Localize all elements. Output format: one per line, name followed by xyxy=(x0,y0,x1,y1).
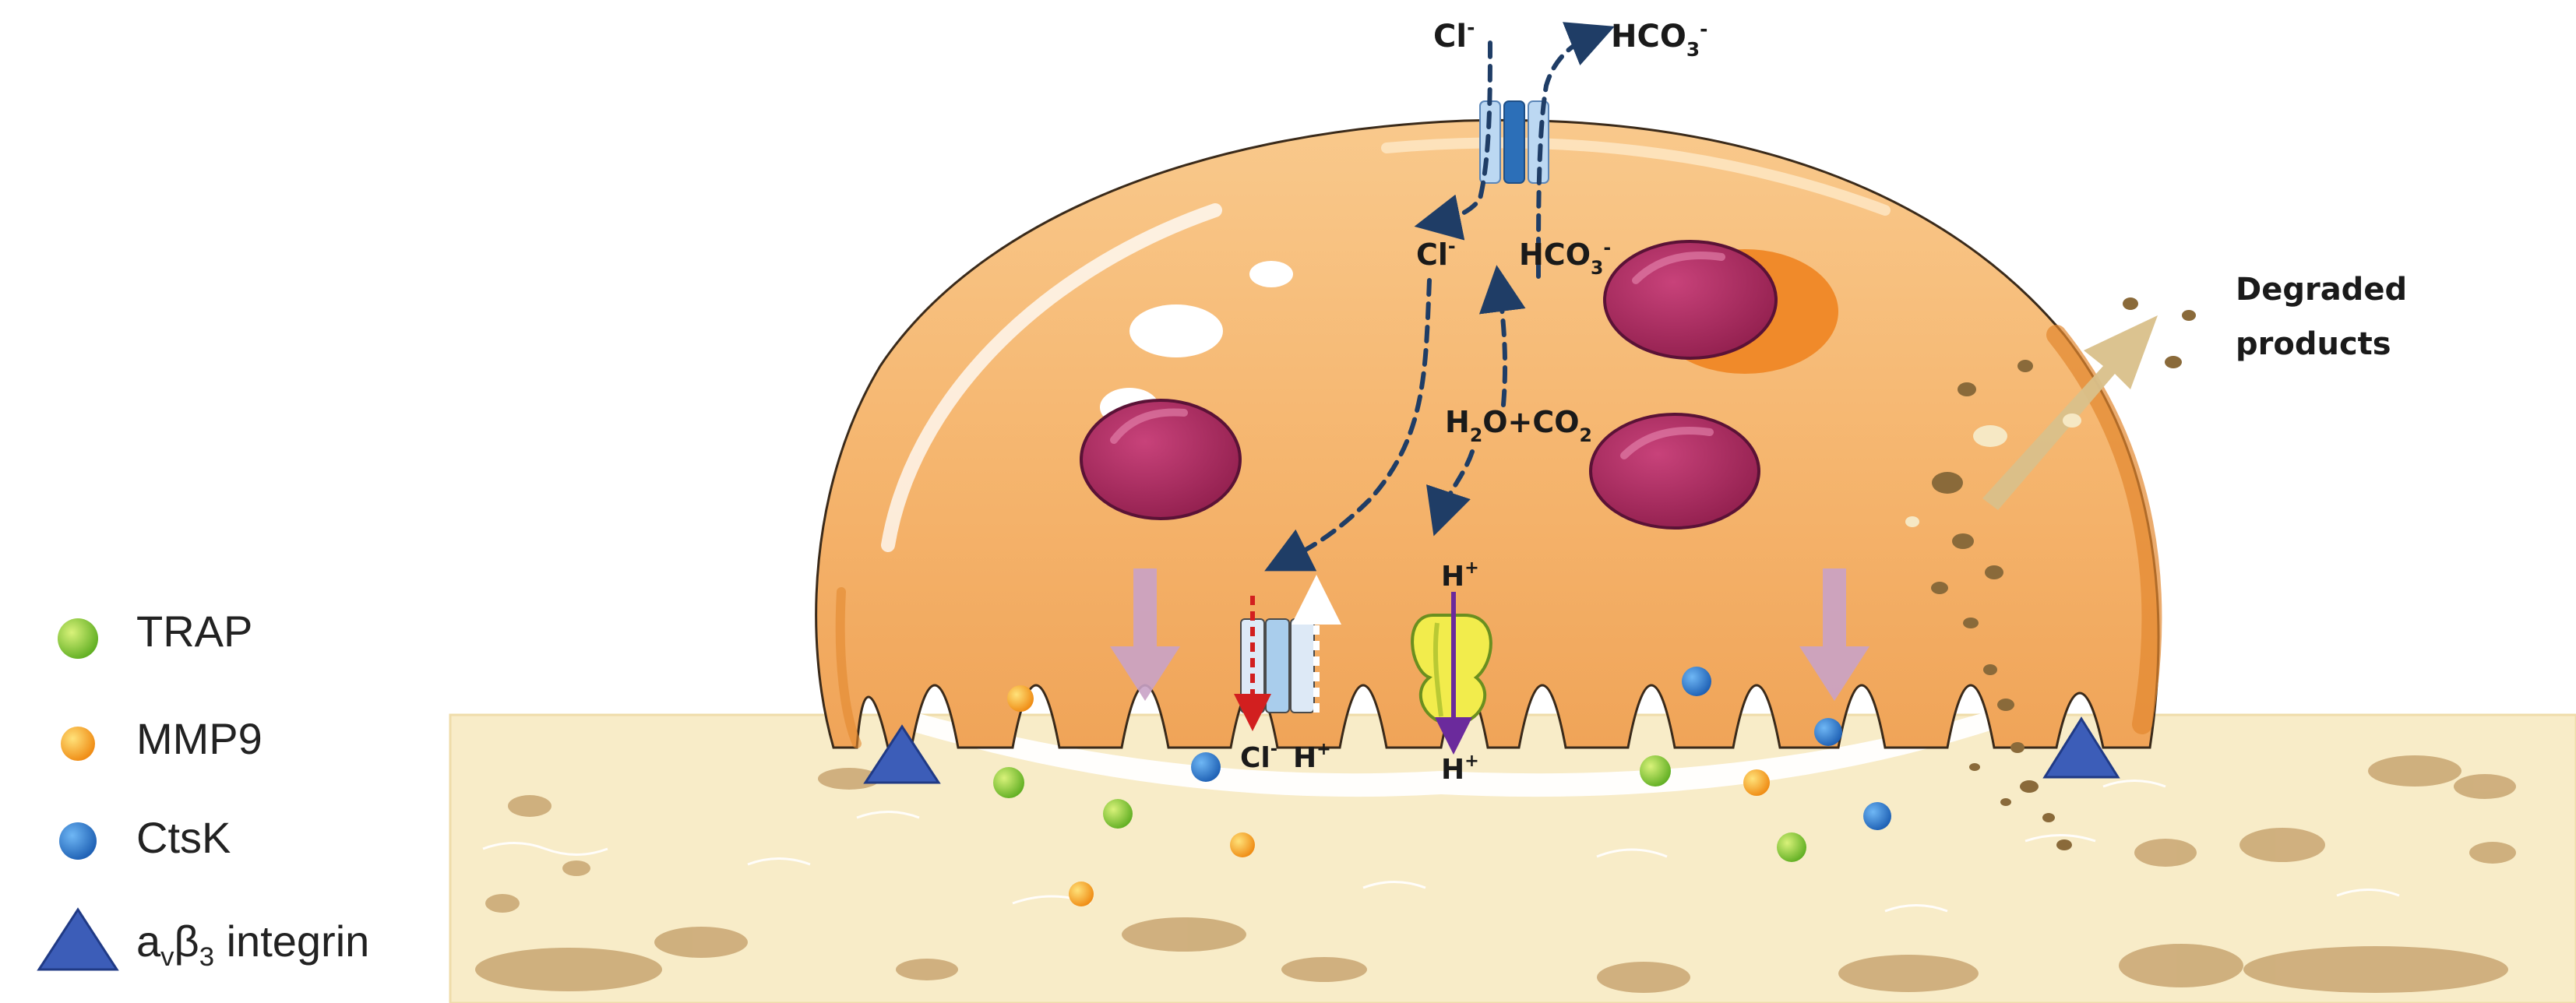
legend-ctsk-icon xyxy=(59,822,97,860)
cl-channel-label: Cl- xyxy=(1240,739,1277,774)
legend-mmp9-icon xyxy=(61,727,95,761)
enzymes xyxy=(993,667,1891,906)
co2-to-h-arrow xyxy=(1426,449,1475,537)
mmp9-dot xyxy=(1069,882,1094,906)
chloride-channel xyxy=(1234,575,1341,731)
degraded-particles xyxy=(1905,297,2196,850)
trap-dot xyxy=(1103,799,1133,829)
legend-ctsk-label: CtsK xyxy=(136,813,231,862)
ion-flow-arrows xyxy=(1264,22,1615,572)
mmp9-dot xyxy=(1230,832,1255,857)
nucleus xyxy=(1589,413,1760,530)
nuclei xyxy=(1080,240,1838,530)
integrins xyxy=(863,716,2120,784)
ctsk-dot xyxy=(1863,802,1891,830)
h2o-co2-label: H2O+CO2 xyxy=(1445,405,1592,446)
h-channel-label: H+ xyxy=(1293,739,1331,774)
h-pump-bottom-label: H+ xyxy=(1441,751,1479,786)
svg-text:Degraded: Degraded xyxy=(2236,272,2407,308)
anion-exchanger xyxy=(1479,100,1549,184)
legend-trap-label: TRAP xyxy=(136,607,252,656)
proton-pump xyxy=(1411,592,1492,755)
cell-edge-shade-left xyxy=(835,587,862,748)
hco3-top-label: HCO3- xyxy=(1611,18,1707,61)
degraded-products-label: Degraded products xyxy=(2236,272,2407,362)
cell-highlight-top xyxy=(1381,137,1891,216)
legend-mmp9-label: MMP9 xyxy=(136,714,263,763)
legend: TRAP MMP9 CtsK avβ3 integrin xyxy=(37,607,369,972)
trap-dot xyxy=(1640,755,1671,787)
legend-trap-icon xyxy=(58,618,98,659)
vesicle-secretion-arrows xyxy=(1110,568,1869,701)
ion-labels: Cl- HCO3- Cl- HCO3- H2O+CO2 H+ H+ Cl- H+ xyxy=(1240,16,1707,786)
mmp9-dot xyxy=(1007,685,1034,712)
h-pump-top-label: H+ xyxy=(1441,558,1479,593)
vacuole xyxy=(1249,261,1293,287)
cl-top-label: Cl- xyxy=(1433,16,1475,55)
co2-to-hco3-arrow xyxy=(1478,265,1526,407)
trap-dot xyxy=(1777,832,1806,862)
nucleus xyxy=(1080,399,1242,520)
trap-dot xyxy=(993,767,1024,798)
cell-highlight xyxy=(881,203,1222,552)
bone-matrix xyxy=(449,713,2576,1003)
legend-integrin-icon xyxy=(37,907,119,971)
cl-mid-label: Cl- xyxy=(1416,235,1456,272)
secretion-arrow xyxy=(1110,568,1180,701)
ctsk-dot xyxy=(1682,667,1711,696)
legend-integrin-label: avβ3 integrin xyxy=(136,917,369,972)
ctsk-dot xyxy=(1191,752,1221,782)
hco3-out-arrow xyxy=(1536,22,1615,279)
integrin-triangle xyxy=(863,724,941,784)
ctsk-dot xyxy=(1814,718,1842,746)
secretion-arrow xyxy=(1799,568,1869,701)
cl-in-arrow xyxy=(1414,40,1492,241)
degraded-products-flow xyxy=(1905,297,2196,850)
vacuole xyxy=(1129,304,1223,357)
degraded-arrow xyxy=(1982,315,2158,510)
svg-text:products: products xyxy=(2236,326,2391,362)
hco3-mid-label: HCO3- xyxy=(1519,237,1611,279)
resorption-lacuna xyxy=(888,705,2010,797)
mmp9-dot xyxy=(1743,769,1770,796)
bone-texture xyxy=(475,755,2516,993)
integrin-triangle xyxy=(2042,716,2120,779)
